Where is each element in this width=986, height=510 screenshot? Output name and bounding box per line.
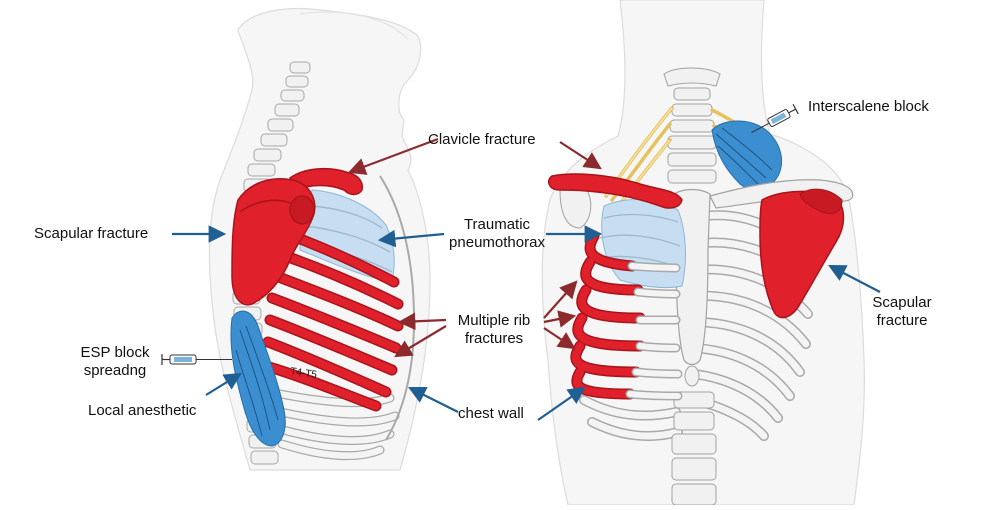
label-interscalene-block: Interscalene block — [808, 98, 929, 115]
label-scapular-right-line2: fracture — [876, 312, 928, 329]
interscalene-anesthetic-spread — [711, 120, 782, 191]
lateral-view: T4-T5 — [161, 8, 459, 471]
label-chest-wall: chest wall — [458, 405, 524, 422]
arrow-clavicle-anterior — [559, 141, 602, 170]
label-traumatic-line1: Traumatic — [463, 216, 531, 233]
label-scapular-fracture-right: Scapular fracture — [860, 294, 944, 330]
label-esp-block-spreading: ESP block spreadng — [70, 344, 160, 380]
lateral-clavicle — [289, 167, 364, 196]
label-scapular-fracture-left: Scapular fracture — [34, 225, 149, 242]
arrow-ribs-anterior-3 — [543, 327, 576, 350]
arrow-ribs-lateral-2 — [394, 325, 447, 358]
syringe-icon — [751, 103, 799, 134]
label-multiple-rib-fractures: Multiple rib fractures — [444, 312, 544, 348]
anterior-clavicle-fractured — [547, 173, 683, 209]
label-multiple-rib-line2: fractures — [464, 330, 524, 347]
label-clavicle-fracture: Clavicle fracture — [428, 131, 536, 148]
anterior-cervical-spine — [663, 67, 721, 184]
label-esp-line1: ESP block — [80, 344, 150, 361]
arrow-scapular-right — [828, 264, 881, 293]
vertebra-level-label: T4-T5 — [290, 366, 318, 381]
label-esp-line2: spreadng — [83, 362, 147, 379]
arrow-chest-wall-lateral — [408, 387, 459, 413]
arrow-chest-wall-anterior — [537, 386, 586, 421]
label-traumatic-pneumothorax: Traumatic pneumothorax — [436, 216, 558, 252]
esp-anesthetic-spread — [230, 310, 286, 447]
label-local-anesthetic: Local anesthetic — [88, 402, 197, 419]
arrow-clavicle-lateral — [347, 137, 439, 175]
syringe-icon — [161, 354, 232, 365]
anterior-view — [537, 0, 881, 506]
label-multiple-rib-line1: Multiple rib — [457, 312, 531, 329]
arrow-local-anesthetic — [205, 372, 242, 396]
arrow-ribs-lateral-1 — [397, 312, 447, 331]
arrow-ribs-anterior-2 — [543, 310, 577, 328]
label-traumatic-line2: pneumothorax — [449, 234, 545, 251]
arrow-pneumothorax-lateral — [377, 229, 445, 248]
label-scapular-right-line1: Scapular — [872, 294, 932, 311]
arrow-ribs-anterior-1 — [543, 280, 578, 319]
